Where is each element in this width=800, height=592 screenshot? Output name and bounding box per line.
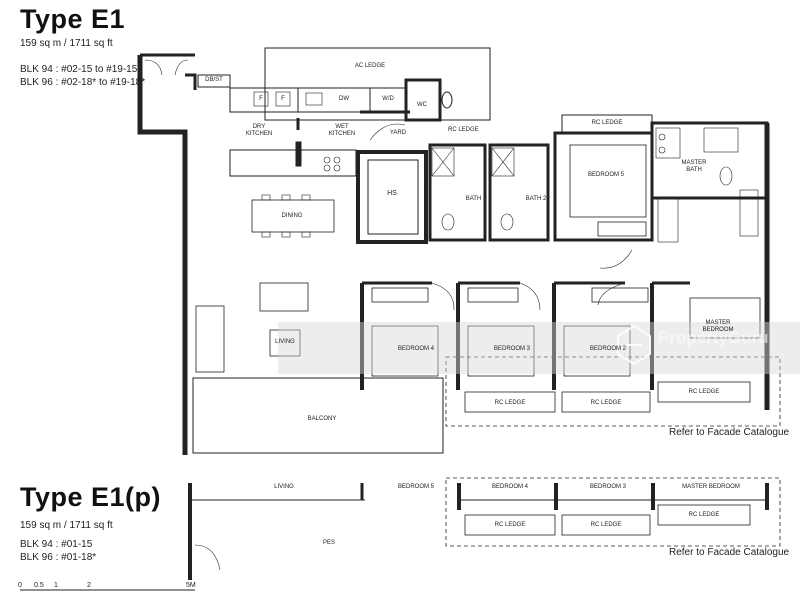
label-balcony: BALCONY	[307, 416, 337, 422]
label-db-st: DB/ST	[205, 77, 223, 83]
coffee-table	[269, 329, 301, 357]
label-fridge-2: F	[281, 96, 285, 102]
label-wd: W/D	[382, 96, 394, 102]
label-bath3: BATH 3	[465, 196, 487, 202]
balcony-area	[192, 377, 444, 454]
living-sofa	[195, 305, 225, 373]
bedroom5-walls	[553, 131, 654, 242]
label-master-bedroom: MASTER BEDROOM	[702, 320, 734, 333]
facade-outline-p	[445, 477, 781, 547]
label-dining: DINING	[281, 213, 303, 219]
wc-room	[404, 78, 442, 122]
blk-94-units: BLK 94 : #02-15 to #19-15	[20, 64, 138, 75]
bedroom4-wardrobe	[371, 287, 429, 303]
label-p-master-bedroom: MASTER BEDROOM	[682, 484, 740, 490]
plan-title: Type E1	[20, 4, 126, 34]
bath3	[428, 143, 487, 242]
label-bedroom4: BEDROOM 4	[397, 346, 434, 352]
label-yard: YARD	[389, 130, 407, 136]
bedroom3-wardrobe	[467, 287, 519, 303]
label-rc-ledge-bed5: RC LEDGE	[591, 120, 623, 126]
household-shelter	[356, 150, 428, 244]
label-bedroom2: BEDROOM 2	[589, 346, 626, 352]
label-fridge-1: F	[259, 96, 263, 102]
label-p-rc-ledge-1: RC LEDGE	[494, 522, 526, 528]
living-armchair	[259, 282, 309, 312]
dining-table	[251, 199, 335, 233]
label-rc-ledge-2: RC LEDGE	[590, 400, 622, 406]
rc-ledge-p-1	[464, 514, 556, 536]
yard-door-swing	[369, 123, 406, 141]
facade-outline	[445, 356, 781, 427]
label-p-pes: PES	[322, 540, 335, 546]
label-rc-ledge-3: RC LEDGE	[688, 389, 720, 395]
scale-tick-0-5: 0.5	[34, 582, 44, 589]
blk-96-units: BLK 96 : #02-18* to #19-18*	[20, 77, 146, 88]
wc-toilet	[441, 91, 453, 109]
scale-tick-0: 0	[18, 582, 22, 589]
label-bedroom3: BEDROOM 3	[493, 346, 530, 352]
label-p-bedroom4: BEDROOM 4	[491, 484, 528, 490]
bedroom5-door-swing	[599, 249, 633, 269]
bedroom2-bed	[563, 325, 631, 377]
watermark-text: PropertyGuru	[658, 328, 769, 347]
plan-area: 159 sq m / 1711 sq ft	[20, 38, 113, 49]
master-bed	[689, 297, 761, 339]
plan-p-area: 159 sq m / 1711 sq ft	[20, 520, 113, 531]
plan-p-title: Type E1(p)	[20, 482, 162, 512]
db-st-cabinet	[197, 74, 231, 88]
label-master-bath: MASTER BATH	[681, 160, 707, 173]
outer-wall-west	[137, 55, 188, 455]
label-p-rc-ledge-2: RC LEDGE	[590, 522, 622, 528]
top-floor-plan	[137, 47, 781, 455]
ac-ledge	[264, 47, 491, 121]
bedroom4-bed	[371, 325, 439, 377]
scale-tick-5m: 5M	[186, 582, 196, 589]
blk-94-units-p: BLK 94 : #01-15	[20, 539, 93, 550]
label-bedroom5: BEDROOM 5	[587, 172, 624, 178]
blk-96-units-p: BLK 96 : #01-18*	[20, 552, 97, 563]
label-p-rc-ledge-3: RC LEDGE	[688, 512, 720, 518]
bath2	[488, 143, 550, 242]
scale-tick-2: 2	[87, 582, 91, 589]
label-bath2: BATH 2	[525, 196, 547, 202]
rc-ledge-bottom-2	[561, 391, 651, 413]
watermark-band	[278, 322, 800, 374]
label-wc: WC	[417, 102, 427, 108]
rc-ledge-p-3	[657, 504, 751, 526]
label-living: LIVING	[275, 339, 295, 345]
refer-facade-catalogue: Refer to Facade Catalogue	[669, 427, 790, 438]
bottom-floor-plan	[188, 477, 781, 580]
rc-ledge-bottom-1	[464, 391, 556, 413]
label-ac-ledge: AC LEDGE	[354, 63, 386, 69]
master-bath	[650, 121, 769, 200]
watermark-logo	[617, 324, 651, 366]
bedroom3-bed	[467, 325, 535, 377]
label-wet-kitchen: WET KITCHEN	[328, 124, 356, 137]
rc-ledge-bottom-3	[657, 381, 751, 403]
rc-ledge-p-2	[561, 514, 651, 536]
label-p-bedroom3: BEDROOM 3	[589, 484, 626, 490]
label-hs: HS	[387, 190, 397, 197]
refer-facade-catalogue-p: Refer to Facade Catalogue	[669, 547, 790, 558]
label-dry-kitchen: DRY KITCHEN	[245, 124, 273, 137]
scale-tick-1: 1	[54, 582, 58, 589]
bedroom2-wardrobe	[591, 287, 649, 303]
entrance-door-swing	[144, 59, 189, 76]
label-p-bedroom5: BEDROOM 5	[397, 484, 434, 490]
label-rc-ledge-yard: RC LEDGE	[448, 127, 479, 133]
label-rc-ledge-1: RC LEDGE	[494, 400, 526, 406]
label-p-living: LIVING	[274, 484, 294, 490]
bedroom5-bed	[569, 144, 647, 218]
label-dw: DW	[339, 96, 349, 102]
